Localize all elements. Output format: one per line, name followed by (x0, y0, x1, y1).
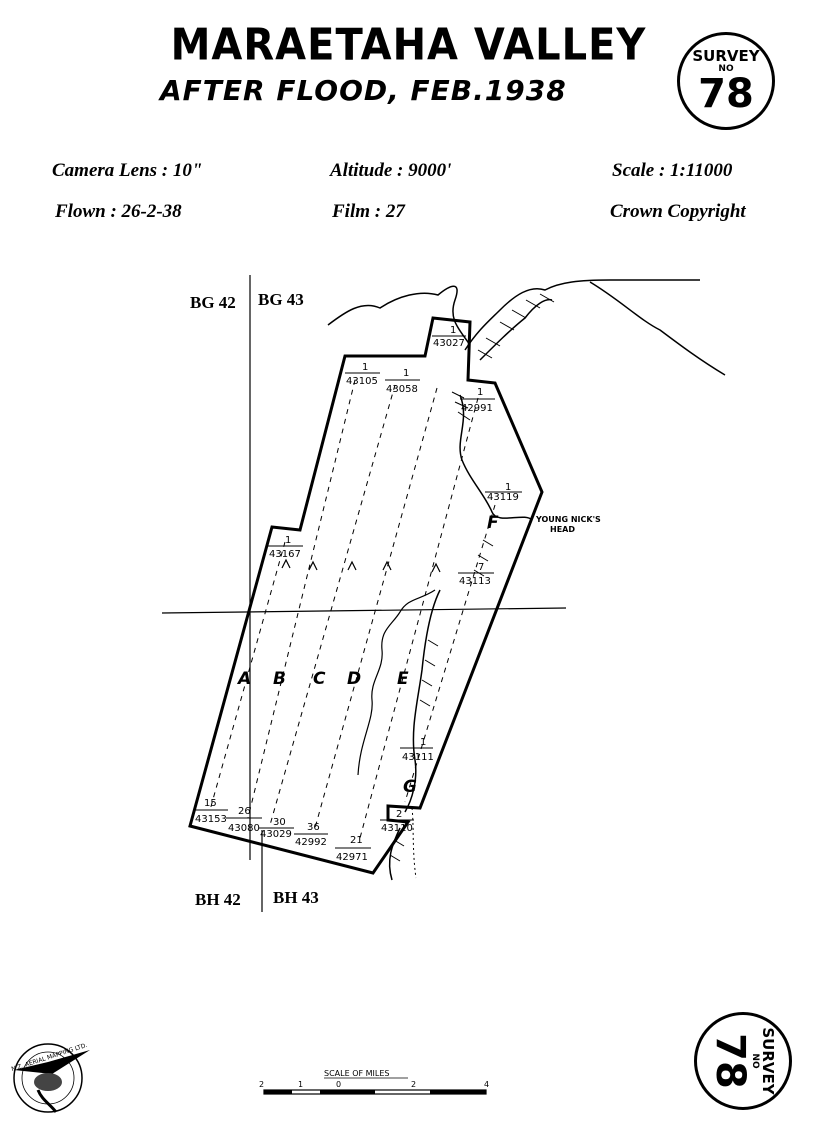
grid-label-bh43: BH 43 (273, 888, 319, 907)
river (357, 589, 436, 776)
photo-number: 43058 (386, 384, 418, 395)
map-title: MARAETAHA VALLEY (170, 19, 647, 71)
flight-direction-arrows (281, 558, 441, 573)
place-label-head: HEAD (550, 525, 575, 534)
map-subtitle: AFTER FLOOD, FEB.1938 (160, 74, 567, 107)
scale-tick: 2 (259, 1080, 264, 1089)
run-label-d: D (347, 669, 361, 689)
frame-label: 1 (403, 368, 409, 379)
frame-label: 1 (362, 362, 368, 373)
frame-label: 1 (505, 482, 511, 493)
run-label-c: C (313, 669, 326, 689)
scale-info: Scale : 1:11000 (612, 160, 733, 181)
frame-label: 2 (396, 809, 402, 820)
run-label-b: B (273, 669, 286, 689)
grid-label-bh42: BH 42 (195, 890, 241, 909)
badge-survey-label: SURVEY (692, 47, 760, 65)
photo-number: 43167 (269, 549, 301, 560)
badge-number: 78 (698, 71, 754, 117)
grid-line-horizontal (161, 607, 567, 614)
frame-label: 1 (450, 325, 456, 336)
frame-label: 1 (477, 387, 483, 398)
frame-label: 21 (350, 835, 363, 846)
grid-label-bg43: BG 43 (258, 290, 304, 309)
film-info: Film : 27 (332, 201, 405, 222)
frame-label: 1 (285, 535, 291, 546)
photo-number: 43105 (346, 376, 378, 387)
photo-number: 43113 (459, 576, 491, 587)
badge-survey-label: SURVEY (759, 1027, 777, 1095)
place-label-young-nicks: YOUNG NICK'S (535, 515, 601, 524)
run-label-a: A (236, 669, 251, 689)
coastline (327, 279, 726, 881)
scale-tick: 2 (411, 1080, 416, 1089)
aerial-mapping-logo: N.Z. AERIAL MAPPING LTD. (11, 1042, 90, 1113)
scale-bar: SCALE OF MILES 2 1 0 2 4 (259, 1069, 489, 1095)
run-label-f: F (487, 513, 499, 533)
photo-number: 43119 (487, 492, 519, 503)
flight-run-lines (209, 379, 496, 839)
photo-number: 43080 (228, 823, 260, 834)
photo-number: 43027 (433, 338, 465, 349)
photo-number: 42971 (336, 852, 368, 863)
photo-number: 43153 (195, 814, 227, 825)
photo-number: 43029 (260, 829, 292, 840)
globe-icon (34, 1073, 62, 1091)
photo-number: 42992 (295, 837, 327, 848)
run-label-g: G (403, 777, 417, 797)
copyright-info: Crown Copyright (610, 201, 746, 222)
scale-tick: 1 (298, 1080, 303, 1089)
run-letters: A B C D E F G (236, 513, 499, 797)
altitude-info: Altitude : 9000' (330, 160, 452, 181)
run-label-e: E (397, 669, 409, 689)
photo-number: 42991 (461, 403, 493, 414)
frame-label: 26 (238, 806, 251, 817)
scale-tick: 4 (484, 1080, 489, 1089)
frame-label: 7 (478, 562, 484, 573)
flown-info: Flown : 26-2-38 (55, 201, 182, 222)
frame-label: 36 (307, 822, 320, 833)
wing-icon (14, 1050, 90, 1074)
survey-badge-rotated: SURVEY NO 78 (694, 1012, 792, 1110)
grid-label-bg42: BG 42 (190, 293, 236, 312)
camera-lens-info: Camera Lens : 10" (52, 160, 203, 181)
survey-block-outline (188, 316, 544, 875)
scale-tick: 0 (336, 1080, 341, 1089)
photo-number: 43110 (381, 823, 413, 834)
photo-number: 43111 (402, 752, 434, 763)
frame-label: 1 (420, 737, 426, 748)
survey-badge: SURVEY NO 78 (677, 32, 775, 130)
badge-no-label: NO (718, 64, 734, 74)
scale-bar-title: SCALE OF MILES (324, 1069, 389, 1078)
frame-label: 15 (204, 798, 217, 809)
dotted-track (411, 807, 417, 879)
photo-labels: 1 43027 1 43105 1 43058 1 42991 1 43119 … (193, 325, 522, 863)
badge-number: 78 (707, 1033, 753, 1089)
shore-hatching (389, 293, 555, 862)
frame-label: 30 (273, 817, 286, 828)
